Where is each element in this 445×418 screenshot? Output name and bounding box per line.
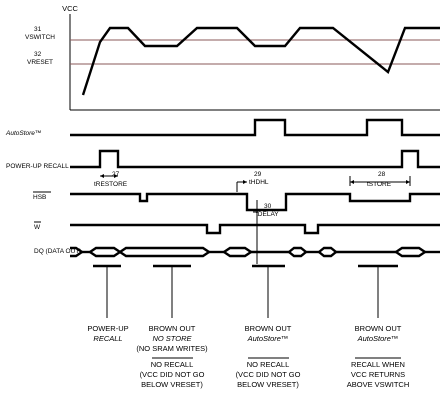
event-markers: [93, 264, 398, 318]
t27-number: 27: [112, 171, 120, 178]
dq-segment-recall: [87, 246, 123, 258]
dq-signal-label: DQ (DATA OUT): [34, 248, 81, 255]
dq-waveform: [70, 246, 440, 258]
vswitch-number: 31: [34, 26, 42, 33]
hsb-signal-label: HSB: [33, 194, 46, 201]
event-captions: POWER-UP RECALL BROWN OUT NO STORE (NO S…: [87, 324, 409, 389]
event-1-line1: POWER-UP: [87, 324, 128, 333]
t29-arrow: [243, 180, 247, 184]
power-up-recall-signal-label: POWER-UP RECALL: [6, 163, 69, 170]
event-4-line2: AutoStore™: [357, 334, 399, 343]
autostore-signal-label: AutoStore™: [5, 130, 41, 137]
t28-number: 28: [378, 171, 386, 178]
event-3-line4: NO RECALL: [247, 360, 290, 369]
vcc-axis-label: VCC: [62, 4, 78, 13]
event-3-line1: BROWN OUT: [245, 324, 292, 333]
event-2-line4: NO RECALL: [151, 360, 194, 369]
autostore-waveform: [70, 118, 440, 137]
t30-number: 30: [264, 203, 272, 210]
dq-segment-recall-2: [393, 246, 428, 258]
event-4-line5: VCC RETURNS: [351, 370, 405, 379]
event-4-line4: RECALL WHEN: [351, 360, 405, 369]
t30-label: tDELAY: [256, 211, 279, 218]
event-4-line6: ABOVE VSWITCH: [347, 380, 410, 389]
event-1-line2: RECALL: [93, 334, 122, 343]
event-3-line2: AutoStore™: [247, 334, 289, 343]
vcc-waveform: [81, 26, 440, 96]
dq-segment-short-2: [317, 246, 338, 258]
hsb-waveform: [70, 192, 440, 212]
event-2-line2: NO STORE: [152, 334, 192, 343]
power-up-recall-waveform: [70, 149, 440, 169]
t28-label: tSTORE: [367, 181, 392, 188]
event-3-line6: BELOW VRESET): [237, 380, 299, 389]
event-3-line5: (VCC DID NOT GO: [236, 370, 301, 379]
event-2-line3: (NO SRAM WRITES): [136, 344, 208, 353]
event-2-line1: BROWN OUT: [149, 324, 196, 333]
w-waveform: [70, 223, 440, 235]
dq-segment-valid: [117, 246, 212, 258]
t29-number: 29: [254, 171, 262, 178]
dq-segment-pre-store: [221, 246, 254, 258]
vreset-label: VRESET: [27, 59, 53, 66]
t27-label: tRESTORE: [94, 181, 128, 188]
reference-levels: 31 VSWITCH 32 VRESET: [25, 26, 440, 66]
timing-annotations: 27 tRESTORE 29 tHDHL 30 tDELAY 28 tSTORE: [94, 171, 411, 264]
t29-label: tHDHL: [249, 179, 269, 186]
signal-labels: AutoStore™ POWER-UP RECALL HSB W DQ (DAT…: [5, 130, 81, 255]
w-signal-label: W: [34, 224, 41, 231]
dq-segment-short-1: [287, 246, 308, 258]
event-2-line6: BELOW VRESET): [141, 380, 203, 389]
vcc-axes: VCC: [62, 4, 440, 111]
vswitch-label: VSWITCH: [25, 34, 55, 41]
t27-arrows: [100, 174, 118, 178]
vreset-number: 32: [34, 51, 42, 58]
event-2-line5: (VCC DID NOT GO: [140, 370, 205, 379]
event-4-line1: BROWN OUT: [355, 324, 402, 333]
